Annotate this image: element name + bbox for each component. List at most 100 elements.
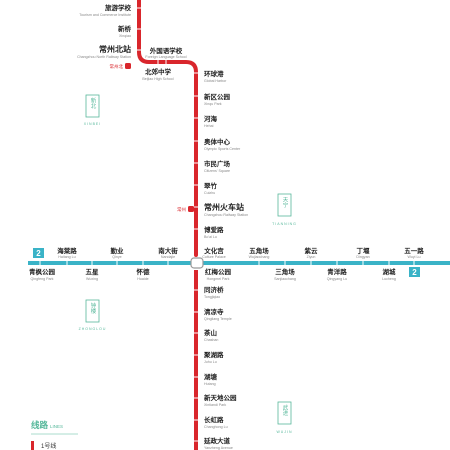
station-name-en: Yanzheng Avenue	[204, 446, 233, 450]
station-name-en: Foreign Language School	[145, 55, 186, 59]
train-icon	[125, 63, 131, 69]
station-name[interactable]: 河海	[204, 114, 218, 123]
line2-badge-text: 2	[36, 249, 41, 258]
station-name[interactable]: 北郊中学	[145, 67, 172, 76]
line2-bottom-stations: 青枫公园 Qingfeng Park 五星 Wuxing 怀德 Huaide 红…	[29, 261, 396, 281]
station-name-en: Citizens' Square	[204, 169, 230, 173]
station-name[interactable]: 勤业	[111, 246, 125, 255]
station-name-en: Xintiandi Park	[204, 403, 226, 407]
district-wujin: 武进 WUJIN	[276, 401, 292, 434]
line2-badge-west: 2	[33, 248, 44, 258]
district-name-en: TIANNING	[272, 222, 297, 226]
line1-horizontal-stations: 外国语学校 Foreign Language School 北郊中学 Beiji…	[142, 46, 186, 81]
station-name-en: Lucheng	[382, 277, 396, 281]
station-name-en: Bo'ai Lu	[204, 235, 217, 239]
station-name-en: Changhong Lu	[204, 425, 228, 429]
station-name[interactable]: 茶山	[203, 328, 217, 337]
station-name-en: Wujiaochang	[249, 255, 270, 259]
legend: 线路 LINES 1号线	[31, 420, 78, 450]
station-name-en: Olympic Sports Center	[204, 147, 241, 151]
station-name-en: Beijiao High School	[142, 77, 173, 81]
interchange-station-marker[interactable]	[190, 257, 204, 269]
station-name-en: Dingyan	[356, 255, 369, 259]
line2-top-stations: 海棠路 Haitang Lu 勤业 Qinye 南大街 Nandajie 文化宫…	[57, 246, 424, 265]
station-name[interactable]: 青枫公园	[29, 267, 56, 276]
station-name-en: Qinye	[112, 255, 121, 259]
line1-upper-stations: 旅游学校 Tourism and Commerce Institute 新桥 X…	[77, 3, 141, 59]
station-name[interactable]: 环球港	[204, 69, 224, 78]
line1-track	[137, 0, 198, 450]
district-name-en: ZHONGLOU	[79, 327, 107, 331]
station-name[interactable]: 市民广场	[204, 159, 231, 168]
station-name[interactable]: 南大街	[158, 246, 178, 255]
railway-poi-south: 常州	[177, 206, 194, 213]
station-name-en: Xinqiao	[119, 34, 131, 38]
station-name[interactable]: 五星	[86, 267, 100, 276]
line1-lower-stations: 同济桥 Tongjiqiao 清凉寺 Qingliang Temple 茶山 C…	[194, 285, 237, 450]
station-name[interactable]: 怀德	[137, 267, 151, 276]
station-name[interactable]: 五角场	[249, 246, 269, 255]
station-name[interactable]: 海棠路	[57, 246, 77, 255]
station-name-en: Juhu Lu	[204, 360, 217, 364]
station-name[interactable]: 新区公园	[204, 92, 231, 101]
line1-upper-segment	[137, 0, 198, 257]
legend-title: 线路	[31, 420, 49, 430]
line2-badge-east: 2	[409, 267, 420, 277]
station-name[interactable]: 博爱路	[204, 225, 224, 234]
district-zhonglou: 钟楼 ZHONGLOU	[79, 299, 107, 331]
station-name-en: Hehai	[204, 124, 214, 128]
station-name[interactable]: 新桥	[118, 24, 132, 33]
station-name[interactable]: 常州北站	[99, 44, 131, 54]
district-name: 天宁	[282, 196, 289, 208]
station-name-en: Qingliang Temple	[204, 317, 232, 321]
station-name-en: Ziyun	[307, 255, 316, 259]
line2-badge-text: 2	[412, 268, 417, 277]
station-name-en: Qingyang Lu	[327, 277, 347, 281]
station-name[interactable]: 翠竹	[204, 181, 218, 190]
train-icon	[188, 206, 194, 212]
legend-line1-swatch	[31, 441, 34, 450]
station-name[interactable]: 青洋路	[327, 267, 347, 276]
station-name-en: Haitang Lu	[58, 255, 75, 259]
station-name-en: Huaide	[137, 277, 148, 281]
station-name[interactable]: 丁堰	[357, 246, 371, 255]
legend-title-en: LINES	[50, 424, 63, 429]
station-name-en: Sanjiaochang	[274, 277, 296, 281]
station-name-en: Culture Palace	[202, 255, 226, 259]
station-name[interactable]: 延政大道	[203, 436, 231, 445]
station-name[interactable]: 湖城	[383, 267, 397, 276]
station-name-en: Qingfeng Park	[31, 277, 54, 281]
station-name-en: Cuizhu	[204, 191, 215, 195]
station-name[interactable]: 常州火车站	[204, 202, 244, 212]
district-name: 新北	[90, 96, 97, 110]
station-name-en: Changzhou Railway Station	[204, 213, 248, 217]
station-name[interactable]: 清凉寺	[204, 307, 224, 316]
station-name[interactable]: 文化宫	[203, 246, 224, 255]
station-name[interactable]: 同济桥	[204, 285, 224, 294]
poi-label: 常州北	[110, 63, 124, 70]
district-name-en: XINBEI	[84, 122, 101, 126]
district-name: 武进	[282, 403, 289, 417]
station-name-en: Tongjiqiao	[204, 295, 220, 299]
station-name[interactable]: 奥体中心	[203, 137, 231, 146]
station-name[interactable]: 紫云	[305, 246, 319, 255]
station-name[interactable]: 湖塘	[204, 372, 218, 381]
station-name[interactable]: 五一路	[404, 246, 424, 255]
legend-item-label: 1号线	[41, 442, 56, 450]
station-name[interactable]: 聚湖路	[203, 350, 224, 359]
station-name[interactable]: 长虹路	[204, 415, 224, 424]
district-name: 钟楼	[90, 301, 97, 315]
station-name[interactable]: 新天地公园	[204, 393, 237, 402]
station-name-en: Hongmei Park	[207, 277, 230, 281]
station-name[interactable]: 旅游学校	[105, 3, 132, 12]
station-name-en: Changzhou North Railway Station	[77, 55, 131, 59]
station-name-en: Nandajie	[161, 255, 175, 259]
station-name-en: Wuxing	[86, 277, 98, 281]
poi-label: 常州	[177, 206, 186, 213]
station-name[interactable]: 外国语学校	[150, 46, 183, 55]
station-name[interactable]: 三角场	[275, 267, 295, 276]
station-name[interactable]: 红梅公园	[205, 267, 232, 276]
station-name-en: Wuyi Lu	[408, 255, 421, 259]
line1-right-stations: 环球港 Global Harbor 新区公园 Xinqu Park 河海 Heh…	[194, 69, 248, 239]
